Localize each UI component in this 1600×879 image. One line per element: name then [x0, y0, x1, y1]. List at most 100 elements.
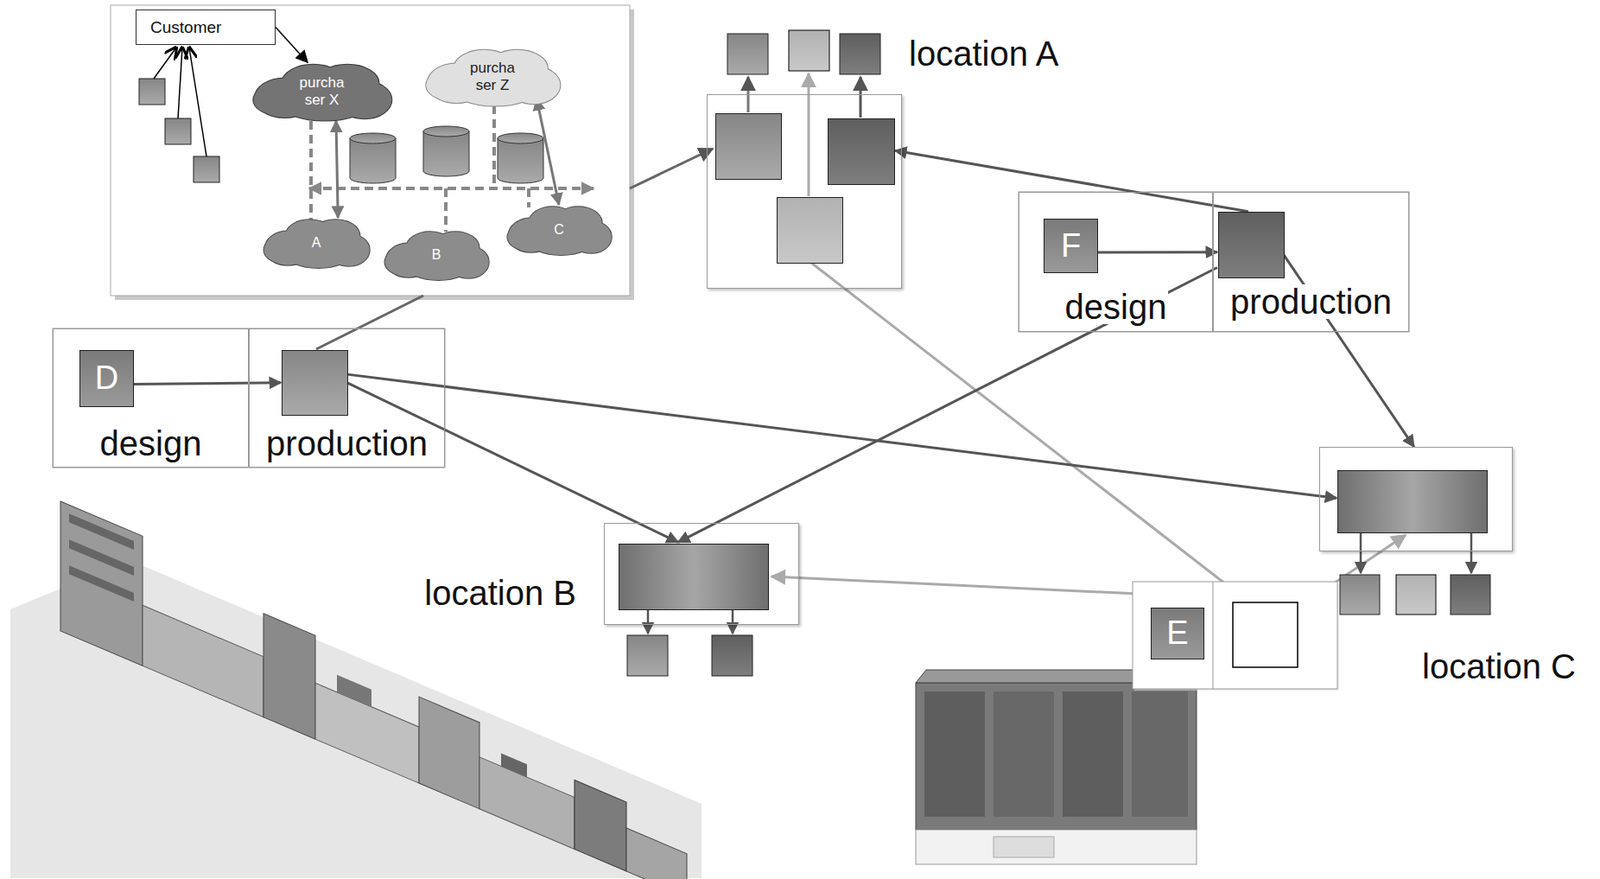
- connector-lines: [629, 148, 713, 189]
- design-box: E: [1150, 607, 1205, 660]
- location-a-outputs: [727, 33, 769, 75]
- machine-line-photo: [626, 827, 687, 879]
- machine-photo: [993, 836, 1054, 858]
- cloud-lobe: [507, 224, 542, 250]
- dashed-bus: [526, 188, 531, 208]
- node-label: design: [1063, 289, 1169, 324]
- machine-photo: [1131, 691, 1188, 817]
- location-a-outputs: [859, 76, 863, 118]
- location-box: location C: [1319, 446, 1513, 552]
- supplier-cloud: B: [382, 228, 490, 282]
- purchaser-cloud: purcha ser X: [250, 60, 394, 123]
- database-cylinders: [423, 126, 470, 137]
- production-cell: production: [1212, 191, 1410, 332]
- cloud-lobe: [264, 237, 299, 263]
- location-c-outputs: [1396, 574, 1436, 615]
- machine-line-photo: [142, 604, 264, 717]
- location-c-outputs: [1339, 532, 1491, 615]
- location-a-outputs: [807, 73, 811, 197]
- location-b-outputs: [647, 609, 650, 634]
- inset-panel: [110, 5, 635, 300]
- e-group-frame: [1132, 581, 1338, 689]
- cloud-lobe: [253, 85, 299, 115]
- location-b-outputs: [627, 634, 668, 676]
- machine-photo: [1062, 691, 1124, 817]
- location-a-outputs: [839, 33, 881, 75]
- node-label: location C: [1422, 648, 1576, 684]
- database-cylinders: [423, 131, 470, 177]
- database-cylinders: [497, 138, 544, 184]
- production-cell: production: [248, 328, 445, 468]
- unit-square: [776, 196, 844, 264]
- location-c-outputs: [1339, 574, 1380, 615]
- node-label: D: [95, 359, 119, 398]
- location-box: location B: [603, 522, 800, 625]
- unit-square: [827, 118, 896, 185]
- customer-items: [139, 47, 220, 183]
- dashed-bus: [444, 188, 448, 232]
- machine-photo: [993, 691, 1054, 817]
- location-b-outputs: [731, 609, 735, 634]
- purchaser-cloud: purcha ser Z: [423, 45, 562, 108]
- connector-arrow: [678, 266, 1218, 542]
- supplier-cloud: A: [261, 215, 371, 270]
- location-a-outputs: [788, 30, 830, 71]
- node-label: location A: [908, 36, 1059, 71]
- node-label: design: [98, 425, 204, 461]
- cloud-lobe: [264, 237, 299, 263]
- location-b-outputs: [711, 634, 753, 676]
- machine-photo: [915, 682, 1197, 830]
- cloud-lobe: [384, 249, 420, 275]
- node-label: Customer: [150, 18, 222, 38]
- unit-square: [715, 113, 782, 180]
- e-group-frame: [1232, 602, 1298, 667]
- design-cell: design D: [52, 328, 249, 468]
- cloud-lobe: [507, 224, 542, 250]
- machine-line-photo: [69, 565, 134, 602]
- dashed-bus: [309, 120, 313, 220]
- machine-photo: [915, 669, 1200, 864]
- e-group-frame: [1212, 581, 1214, 689]
- unit-square: [281, 349, 349, 416]
- node-label: production: [1228, 284, 1394, 319]
- inset-panel: [110, 5, 630, 296]
- connector-arrow: [1098, 250, 1218, 254]
- connector-arrow: [895, 150, 1249, 211]
- location-b-outputs: [627, 609, 753, 676]
- machine-line-photo: [501, 752, 527, 777]
- connector-arrow: [336, 120, 338, 218]
- customer-items: [165, 118, 191, 145]
- connector-arrow: [347, 374, 1337, 498]
- cloud-lobe: [384, 249, 420, 275]
- connector-arrow: [536, 98, 559, 205]
- database-cylinders: [349, 126, 544, 184]
- node-label: production: [264, 425, 430, 461]
- connector-lines: [811, 262, 1253, 605]
- node-label: E: [1166, 614, 1188, 653]
- location-c-outputs: [1470, 532, 1474, 573]
- customer-items: [189, 47, 207, 157]
- connector-lines: [316, 295, 424, 350]
- connector-arrow: [133, 382, 281, 385]
- supplier-cloud: C: [505, 203, 613, 257]
- machine-line-photo: [574, 780, 627, 871]
- machine-line-photo: [10, 501, 702, 879]
- design-box: F: [1043, 218, 1099, 274]
- machine-line-photo: [60, 501, 687, 879]
- cloud-lobe: [253, 85, 299, 115]
- actor-box: Customer: [135, 9, 276, 45]
- machine-line-photo: [60, 501, 143, 666]
- machine-line-photo: [263, 613, 316, 739]
- unit-square: [618, 543, 769, 610]
- group-frames: [52, 191, 1410, 468]
- design-box: D: [79, 349, 134, 407]
- node-label: C: [553, 222, 565, 238]
- node-label: purcha ser X: [293, 74, 351, 108]
- node-label: purcha ser Z: [463, 59, 521, 94]
- unit-square: [1337, 469, 1488, 534]
- customer-items: [177, 47, 183, 119]
- customer-items: [139, 78, 166, 105]
- location-box: location A: [706, 94, 902, 289]
